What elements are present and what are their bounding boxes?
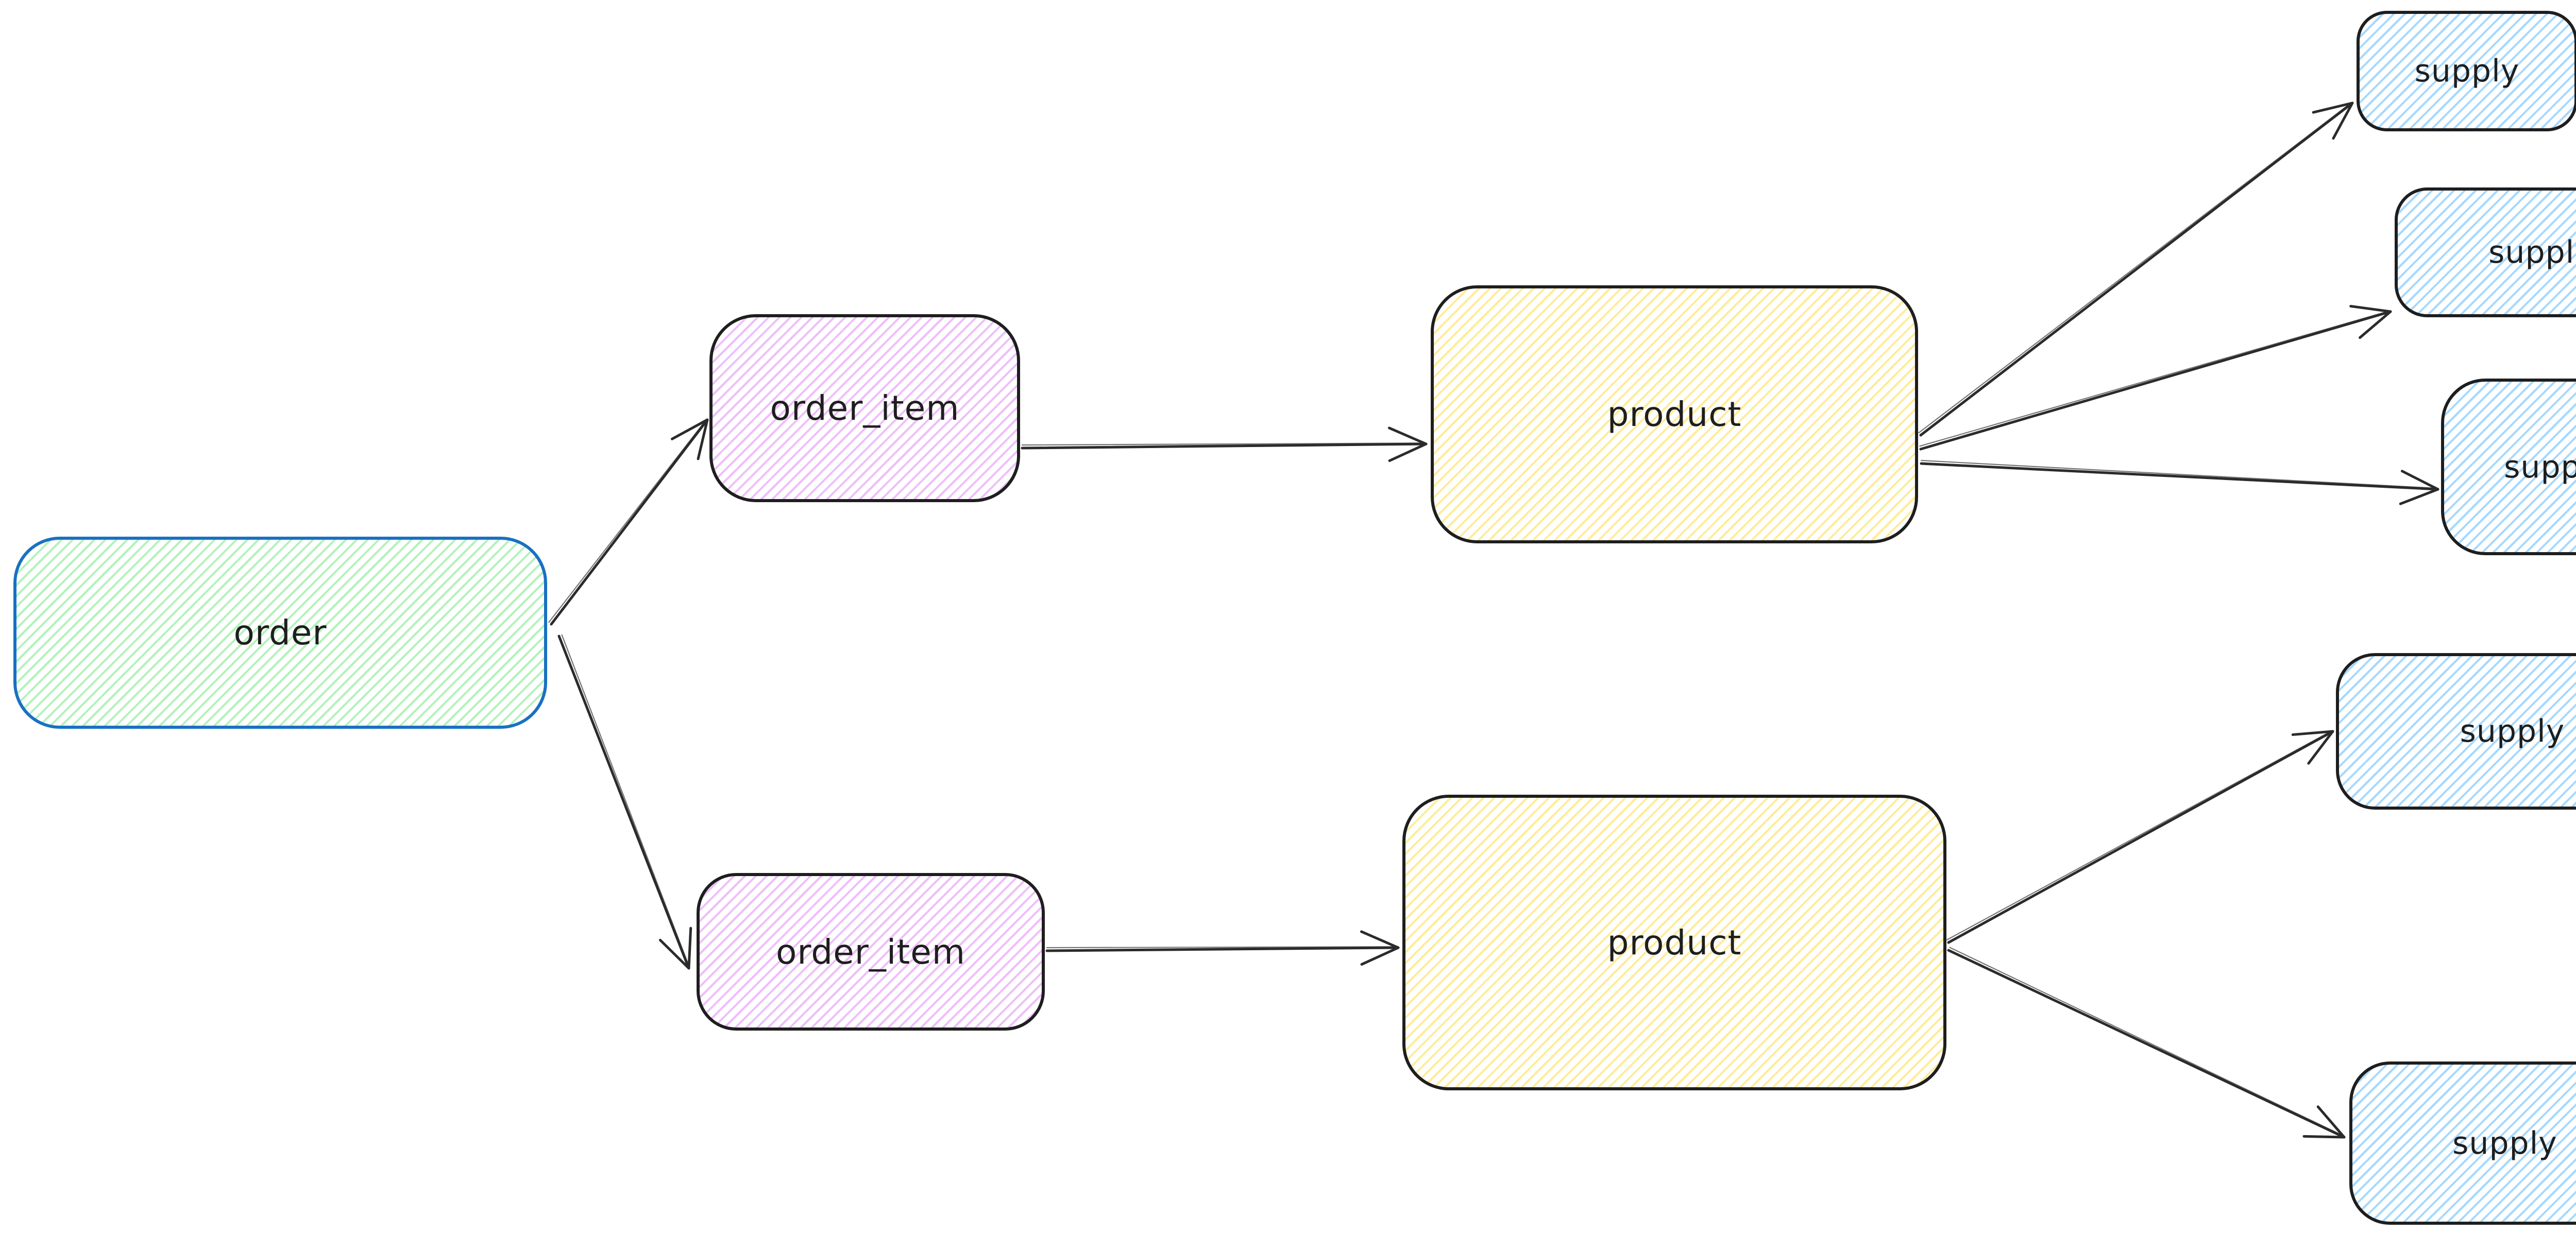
node-supply_3[interactable]: supply xyxy=(2441,379,2576,555)
arrow-order-to-order_item_2[interactable] xyxy=(557,634,692,970)
node-supply_5[interactable]: supply xyxy=(2349,1061,2576,1225)
node-order[interactable]: order xyxy=(13,537,547,729)
node-label: order_item xyxy=(775,932,966,972)
arrow-product_2-to-supply_4[interactable] xyxy=(1946,730,2334,944)
node-order_item_2[interactable]: order_item xyxy=(697,873,1045,1031)
node-supply_1[interactable]: supply xyxy=(2357,11,2576,131)
node-supply_4[interactable]: supply xyxy=(2336,653,2576,810)
node-label: supply xyxy=(2488,234,2576,270)
node-label: product xyxy=(1607,922,1742,963)
node-supply_2[interactable]: supply xyxy=(2395,187,2576,317)
arrow-order-to-order_item_1[interactable] xyxy=(548,418,709,626)
node-order_item_1[interactable]: order_item xyxy=(709,314,1020,502)
node-label: supply xyxy=(2452,1125,2557,1161)
node-product_1[interactable]: product xyxy=(1431,285,1918,543)
arrow-order_item_2-to-product_2[interactable] xyxy=(1045,930,1400,966)
arrow-product_1-to-supply_3[interactable] xyxy=(1920,459,2439,505)
node-label: supply xyxy=(2460,713,2565,749)
node-product_2[interactable]: product xyxy=(1402,795,1946,1090)
node-label: supply xyxy=(2414,53,2520,89)
arrow-product_2-to-supply_5[interactable] xyxy=(1947,947,2346,1139)
node-label: supply xyxy=(2504,449,2576,485)
arrow-order_item_1-to-product_1[interactable] xyxy=(1021,426,1428,463)
node-label: order_item xyxy=(770,388,960,428)
arrow-product_1-to-supply_1[interactable] xyxy=(1918,101,2354,437)
node-label: order xyxy=(233,613,327,653)
arrow-product_1-to-supply_2[interactable] xyxy=(1919,304,2392,451)
node-label: product xyxy=(1607,395,1742,434)
